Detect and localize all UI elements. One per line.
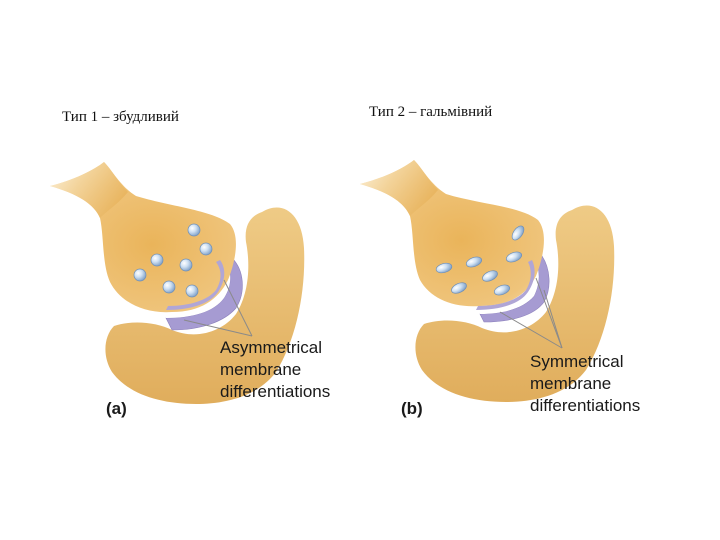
pointer-lines-b (499, 277, 563, 349)
vesicle (199, 242, 213, 256)
synaptic-cleft-a (162, 262, 231, 318)
panel-label-a: (a) (106, 399, 127, 418)
annotation-a-line2: membrane (220, 360, 301, 379)
vesicle (187, 223, 201, 237)
annotation-a-line1: Asymmetrical (220, 338, 322, 357)
vesicle (435, 262, 453, 274)
axon-a (50, 162, 128, 218)
vesicle (482, 270, 498, 282)
postsynaptic-element-a (105, 207, 305, 404)
vesicles-oval (435, 225, 525, 296)
annotation-a: Asymmetrical membrane differentiations (220, 338, 330, 401)
vesicles-round (133, 223, 213, 298)
annotation-b-line3: differentiations (530, 396, 640, 415)
panel-label-b: (b) (401, 399, 423, 418)
caption-type-2: Тип 2 – гальмівний (369, 104, 493, 120)
annotation-b-line1: Symmetrical (530, 352, 624, 371)
vesicle (162, 280, 176, 294)
annotation-b: Symmetrical membrane differentiations (530, 352, 640, 415)
synaptic-cleft-b (476, 262, 539, 314)
vesicle (133, 268, 147, 282)
vesicle (185, 284, 199, 298)
vesicle (150, 253, 164, 267)
vesicle (179, 258, 193, 272)
postsynaptic-element-b (415, 205, 615, 402)
annotation-b-line2: membrane (530, 374, 611, 393)
axon-b (360, 160, 438, 216)
vesicle (505, 251, 523, 263)
presynaptic-density-a (166, 260, 225, 310)
presynaptic-density-b (476, 260, 535, 310)
annotation-a-line3: differentiations (220, 382, 330, 401)
pointer-lines-a (183, 279, 253, 337)
vesicle (451, 282, 467, 294)
panel-a: Asymmetrical membrane differentiations (… (50, 162, 330, 418)
vesicle (465, 256, 483, 268)
caption-type-1: Тип 1 – збудливий (62, 109, 179, 125)
vesicle (511, 225, 525, 241)
panel-b: Symmetrical membrane differentiations (b… (360, 160, 640, 418)
vesicle (493, 284, 511, 296)
